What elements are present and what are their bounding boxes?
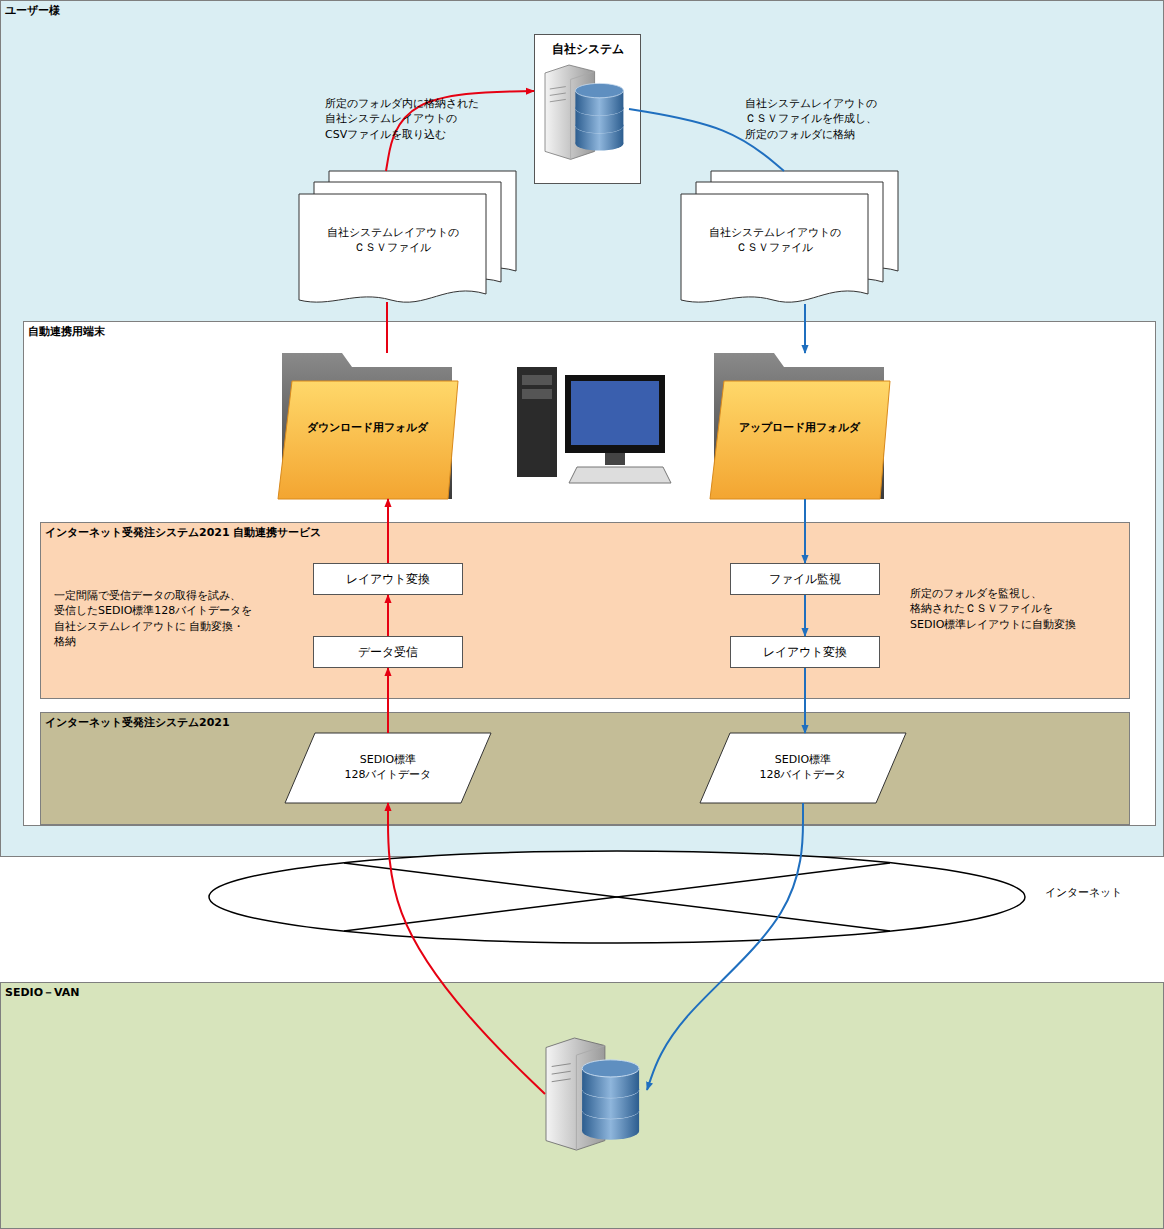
flow-arrow [387,499,389,563]
node-label: 自社システムレイアウトの ＣＳＶファイル [299,226,486,256]
flow-arrow [387,595,389,636]
process-box: データ受信 [313,636,463,668]
annotation-note: 所定のフォルダ内に格納された 自社システムレイアウトの CSVファイルを取り込む [325,96,500,142]
flow-arrow [804,304,806,353]
flow-arrow [804,668,806,733]
region-band: SEDIO－VAN [0,982,1164,1229]
region-band: 自社システム自社システムレイアウトの ＣＳＶファイル 自社システムレイアウトの Ｃ… [0,0,1164,857]
node-label: レイアウト変換 [763,644,847,660]
folder-icon: ダウンロード用フォルダ [270,347,460,502]
annotation-note: 一定間隔で受信データの取得を試み、 受信したSEDIO標準128バイトデータを … [54,588,259,650]
process-box: ファイル監視 [730,563,880,595]
terminal-panel: ダウンロード用フォルダアップロード用フォルダレイアウト変換データ受信ファイル監視… [23,321,1156,826]
flow-arrow [388,803,545,1094]
flow-arrow [386,302,388,353]
node-label: ユーザー様 [5,4,60,19]
node-label: アップロード用フォルダ [710,421,888,436]
folder-icon: アップロード用フォルダ [702,347,892,502]
node-label: SEDIO標準 128バイトデータ [743,753,863,783]
node-label: インターネット [1045,886,1122,901]
process-box: レイアウト変換 [730,636,880,668]
node-label: 自動連携用端末 [28,325,105,340]
flow-arrow [387,668,389,733]
csv-document-stack: 自社システムレイアウトの ＣＳＶファイル [299,171,516,306]
node-label: 自社システムレイアウトの ＣＳＶファイル [681,226,868,256]
illustration [1,983,1164,1229]
flow-arrow [804,595,806,636]
region-band: SEDIO標準 128バイトデータ SEDIO標準 128バイトデータ インターネッ… [40,712,1130,825]
flow-arrow [804,499,806,563]
node-label: ファイル監視 [769,571,841,587]
system-box: 自社システム [534,34,641,184]
flow-arrow [647,803,803,1090]
illustration [207,848,1147,948]
data-parallelogram: SEDIO標準 128バイトデータ [285,733,491,803]
internet-ellipse: インターネット [207,848,1147,948]
flow-arrow [386,91,534,171]
annotation-note: 所定のフォルダを監視し、 格納されたＣＳＶファイルを SEDIO標準レイアウトに… [910,586,1100,632]
node-label: レイアウト変換 [346,571,430,587]
data-parallelogram: SEDIO標準 128バイトデータ [700,733,906,803]
node-label: SEDIO標準 128バイトデータ [328,753,448,783]
csv-document-stack: 自社システムレイアウトの ＣＳＶファイル [681,171,898,306]
node-label: ダウンロード用フォルダ [278,421,456,436]
annotation-note: 自社システムレイアウトの ＣＳＶファイルを作成し、 所定のフォルダに格納 [745,96,910,142]
node-label: インターネット受発注システム2021 自動連携サービス [45,526,321,541]
node-label: データ受信 [358,644,418,660]
flow-arrow [629,109,784,171]
node-label: インターネット受発注システム2021 [45,716,230,731]
node-label: SEDIO－VAN [5,986,80,1001]
process-box: レイアウト変換 [313,563,463,595]
node-label: 自社システム [535,41,640,57]
illustration [535,35,642,185]
